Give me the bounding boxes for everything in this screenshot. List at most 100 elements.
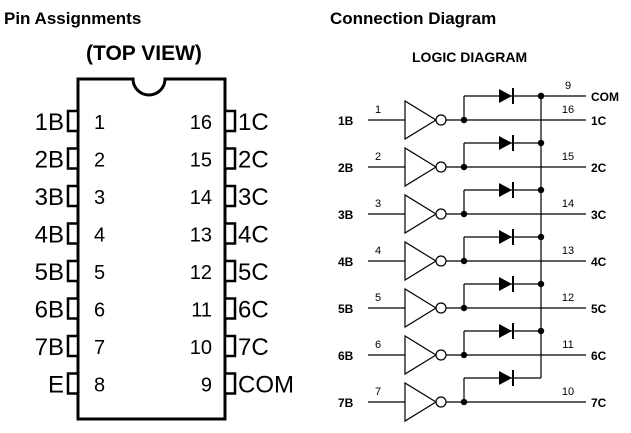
left-pin-number: 3 <box>94 187 105 209</box>
inverter-bubble <box>435 396 447 408</box>
diode-symbol <box>499 136 512 150</box>
diode-symbol <box>499 324 512 338</box>
left-pin-number: 4 <box>94 225 105 247</box>
output-pin-number: 10 <box>562 386 574 398</box>
output-label: 6C <box>591 349 607 363</box>
inverter-bubble <box>435 161 447 173</box>
input-label: 5B <box>338 302 354 316</box>
inverter-gate <box>404 381 438 423</box>
inverter-bubble <box>435 302 447 314</box>
com-pin-number: 9 <box>565 80 571 92</box>
inverter-bubble <box>435 208 447 220</box>
left-pin-number: 6 <box>94 300 105 322</box>
input-label: 6B <box>338 349 354 363</box>
left-pin-label: 2B <box>35 147 64 174</box>
diode-symbol <box>499 183 512 197</box>
input-label: 1B <box>338 114 354 128</box>
diode-symbol <box>499 277 512 291</box>
input-pin-number: 3 <box>375 198 381 210</box>
input-pin-number: 4 <box>375 245 381 257</box>
input-pin-number: 1 <box>375 104 381 116</box>
inverter-gate <box>404 240 438 282</box>
input-pin-number: 2 <box>375 151 381 163</box>
left-pin-number: 8 <box>94 375 105 397</box>
output-label: 4C <box>591 255 607 269</box>
output-label: 3C <box>591 208 607 222</box>
output-pin-number: 15 <box>562 151 574 163</box>
output-pin-number: 14 <box>562 198 574 210</box>
right-pin-label: 5C <box>238 259 269 286</box>
com-label: COM <box>591 90 619 104</box>
left-pin-label: 7B <box>35 334 64 361</box>
inverter-bubble <box>435 255 447 267</box>
junction-dot <box>537 92 545 100</box>
package-pin-right <box>223 147 237 170</box>
package-outline <box>76 77 227 421</box>
output-label: 2C <box>591 161 607 175</box>
left-pin-number: 7 <box>94 337 105 359</box>
package-pin-left <box>66 109 80 133</box>
right-pin-number: 9 <box>201 375 212 397</box>
left-pin-label: E <box>48 372 64 399</box>
package-pin-right <box>223 259 237 283</box>
package-pin-left <box>66 334 80 358</box>
package-pin-right <box>223 109 237 133</box>
right-pin-label: 2C <box>238 147 269 174</box>
inverter-gate <box>404 146 438 188</box>
right-pin-label: 1C <box>238 109 269 136</box>
input-label: 7B <box>338 396 354 410</box>
output-label: 1C <box>591 114 607 128</box>
left-pin-number: 5 <box>94 262 105 284</box>
output-pin-number: 11 <box>562 339 573 351</box>
left-pin-number: 1 <box>94 112 105 134</box>
right-pin-number: 15 <box>190 150 212 172</box>
inverter-gate <box>404 99 438 141</box>
junction-dot <box>537 233 545 241</box>
diode-symbol <box>499 230 512 244</box>
right-pin-number: 10 <box>190 337 212 359</box>
input-pin-number: 7 <box>375 386 381 398</box>
package-pin-left <box>66 259 80 283</box>
junction-dot <box>537 327 545 335</box>
right-pin-number: 14 <box>190 187 212 209</box>
input-pin-number: 5 <box>375 292 381 304</box>
logic-diagram-label: LOGIC DIAGRAM <box>412 49 528 65</box>
junction-dot <box>537 280 545 288</box>
left-pin-label: 3B <box>35 184 64 211</box>
diode-symbol <box>499 89 512 103</box>
package-pin-right <box>223 372 237 395</box>
package-pin-left <box>66 222 80 245</box>
right-pin-number: 16 <box>190 112 212 134</box>
left-pin-label: 1B <box>35 109 64 136</box>
junction-dot <box>537 139 545 147</box>
output-pin-number: 16 <box>562 104 574 116</box>
output-label: 5C <box>591 302 607 316</box>
right-pin-label: 6C <box>238 297 269 324</box>
inverter-bubble <box>435 114 447 126</box>
left-pin-label: 5B <box>35 259 64 286</box>
package-pin-right <box>223 222 237 245</box>
output-pin-number: 12 <box>562 292 574 304</box>
right-pin-number: 12 <box>190 262 212 284</box>
inverter-bubble <box>435 349 447 361</box>
output-label: 7C <box>591 396 607 410</box>
left-pin-label: 6B <box>35 297 64 324</box>
package-pin-left <box>66 184 80 208</box>
package-pin-left <box>66 297 80 320</box>
right-pin-label: COM <box>238 372 294 399</box>
right-pin-number: 13 <box>190 225 212 247</box>
package-pin-right <box>223 184 237 208</box>
right-pin-number: 11 <box>191 300 212 322</box>
right-pin-label: 7C <box>238 334 269 361</box>
pin-assignments-heading: Pin Assignments <box>4 9 142 28</box>
right-pin-label: 3C <box>238 184 269 211</box>
package-pin-left <box>66 147 80 170</box>
top-view-label: (TOP VIEW) <box>86 42 202 65</box>
output-pin-number: 13 <box>562 245 574 257</box>
connection-diagram-heading: Connection Diagram <box>330 9 497 28</box>
inverter-gate <box>404 287 438 329</box>
package-pin-left <box>66 372 80 395</box>
diode-symbol <box>499 371 512 385</box>
